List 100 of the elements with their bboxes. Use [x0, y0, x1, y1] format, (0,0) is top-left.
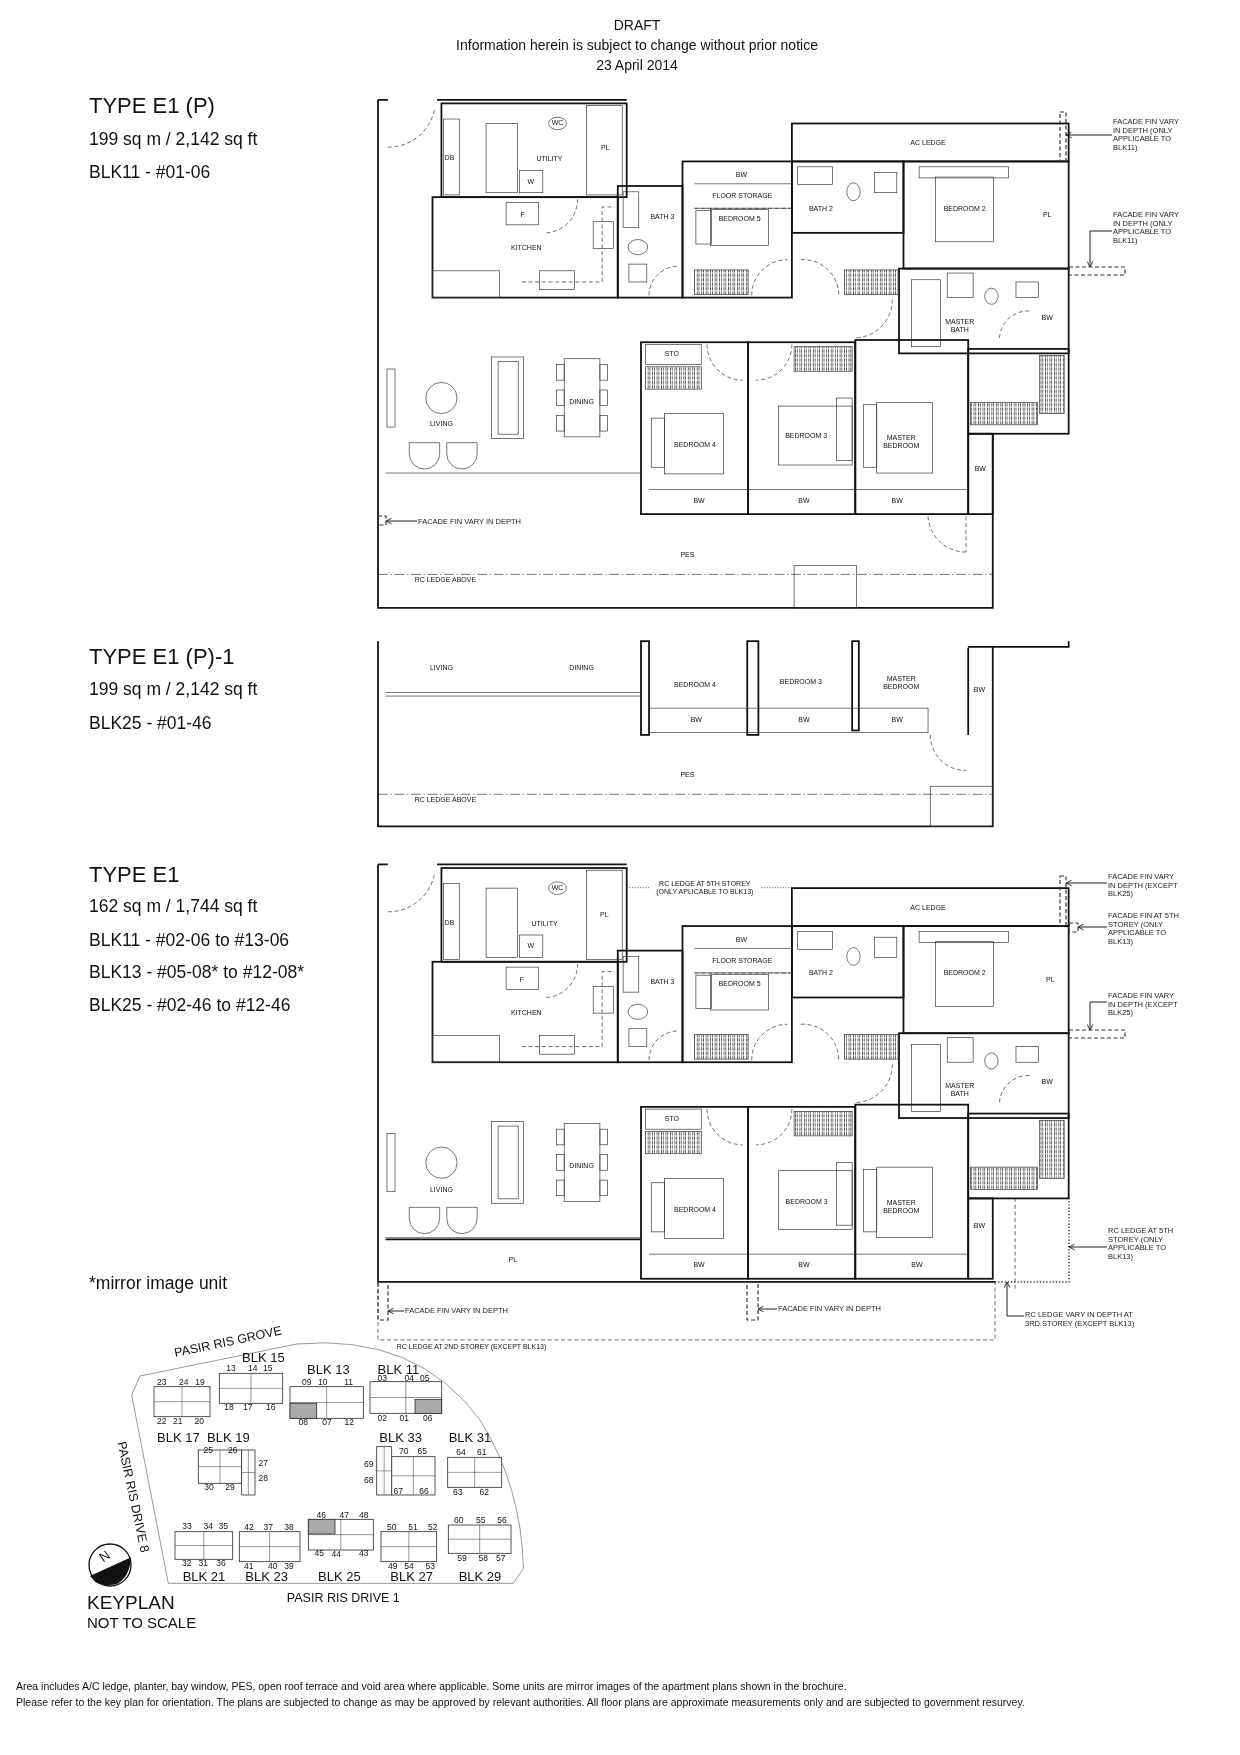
unit-number: 41 — [243, 1561, 254, 1572]
unit-detail-text: 199 sq m / 2,142 sq ft — [89, 678, 258, 700]
unit-number: 62 — [479, 1488, 490, 1499]
unit-type-heading: TYPE E1 (P)-1 — [89, 644, 235, 670]
facade-fin — [377, 515, 387, 526]
unit-number: 69 — [363, 1460, 374, 1471]
draft-title: DRAFT — [613, 16, 661, 34]
unit-number: 12 — [344, 1417, 355, 1428]
unit-number: 03 — [377, 1374, 388, 1385]
unit-detail-text: BLK25 - #02-46 to #12-46 — [89, 994, 291, 1016]
unit-number: 37 — [263, 1523, 274, 1534]
keyplan-heading: KEYPLAN — [87, 1592, 175, 1614]
block-label: BLK 15 — [242, 1350, 285, 1365]
unit-number: 44 — [331, 1550, 342, 1561]
unit-number: 46 — [316, 1510, 327, 1521]
unit-detail-text: 162 sq m / 1,744 sq ft — [89, 895, 258, 917]
unit-number: 70 — [398, 1447, 409, 1457]
unit-detail-text: BLK11 - #01-06 — [89, 161, 211, 183]
unit-number: 29 — [225, 1483, 235, 1493]
unit-number: 38 — [284, 1523, 294, 1534]
block-label: BLK 27 — [390, 1569, 433, 1585]
unit-number: 30 — [204, 1483, 214, 1493]
unit-number: 23 — [156, 1378, 167, 1389]
unit-number: 32 — [181, 1559, 192, 1570]
unit-number: 33 — [182, 1522, 192, 1533]
unit-number: 15 — [262, 1364, 273, 1375]
unit-number: 31 — [198, 1559, 209, 1570]
unit-number: 16 — [265, 1403, 276, 1414]
block-label: BLK 31 — [448, 1430, 492, 1446]
unit-number: 55 — [475, 1516, 486, 1527]
unit-number: 21 — [172, 1417, 183, 1428]
unit-number: 11 — [344, 1378, 354, 1389]
ledge-outline — [994, 1197, 1070, 1283]
unit-number: 24 — [178, 1378, 189, 1389]
unit-number: 17 — [242, 1403, 253, 1414]
unit-number: 09 — [301, 1378, 312, 1389]
unit-number: 08 — [298, 1417, 309, 1428]
unit-number: 34 — [203, 1522, 214, 1533]
unit-number: 07 — [322, 1417, 332, 1428]
unit-number: 49 — [387, 1561, 398, 1572]
unit-number: 39 — [284, 1561, 294, 1572]
block-label: BLK 13 — [307, 1362, 350, 1378]
unit-number: 43 — [358, 1549, 369, 1560]
unit-number: 42 — [244, 1523, 254, 1534]
block-label: BLK 17 — [157, 1430, 200, 1446]
unit-number: 66 — [419, 1487, 429, 1498]
unit-number: 27 — [258, 1459, 269, 1469]
unit-number: 67 — [393, 1487, 404, 1498]
unit-number: 51 — [408, 1523, 418, 1534]
unit-number: 20 — [194, 1417, 205, 1428]
unit-number: 10 — [317, 1378, 328, 1389]
unit-number: 36 — [216, 1559, 226, 1570]
unit-detail-text: 199 sq m / 2,142 sq ft — [89, 128, 258, 150]
unit-detail-text: BLK11 - #02-06 to #13-06 — [89, 929, 290, 951]
facade-fin — [746, 1281, 759, 1321]
unit-type-heading: TYPE E1 — [89, 862, 180, 888]
unit-number: 18 — [224, 1403, 234, 1414]
unit-number: 60 — [453, 1516, 464, 1527]
unit-number: 52 — [427, 1523, 438, 1534]
unit-number: 35 — [218, 1522, 229, 1533]
block-label: BLK 33 — [379, 1430, 422, 1446]
unit-number: 13 — [226, 1364, 236, 1375]
unit-number: 64 — [456, 1448, 466, 1459]
unit-number: 40 — [267, 1561, 278, 1572]
unit-number: 14 — [247, 1364, 258, 1375]
unit-type-heading: TYPE E1 (P) — [89, 93, 215, 119]
unit-number: 59 — [457, 1554, 467, 1565]
facade-fin — [1059, 111, 1067, 162]
unit-number: 61 — [476, 1448, 487, 1459]
unit-detail-text: BLK13 - #05-08* to #12-08* — [89, 961, 305, 983]
unit-number: 65 — [417, 1447, 428, 1457]
unit-number: 53 — [425, 1561, 436, 1572]
block-label: BLK 29 — [458, 1569, 502, 1585]
facade-fin — [377, 1281, 389, 1321]
facade-fin — [1068, 266, 1126, 276]
block-label: BLK 21 — [182, 1569, 226, 1585]
footnote: Area includes A/C ledge, planter, bay window, PES, open roof terrace and void area where applicable. Some units are mirror images of the apartment plans shown in the brochure. — [16, 1679, 847, 1693]
unit-number: 06 — [422, 1414, 433, 1424]
unit-number: 63 — [452, 1488, 463, 1499]
block-label: BLK 23 — [245, 1569, 288, 1585]
facade-fin — [1068, 1029, 1126, 1039]
unit-number: 47 — [339, 1510, 350, 1521]
unit-number: 28 — [258, 1474, 269, 1485]
unit-number: 58 — [478, 1554, 489, 1565]
road-name: PASIR RIS DRIVE 8 — [114, 1439, 153, 1554]
unit-number: 26 — [227, 1446, 238, 1456]
unit-detail-text: BLK25 - #01-46 — [89, 712, 212, 734]
unit-number: 48 — [358, 1510, 369, 1521]
unit-number: 45 — [314, 1549, 325, 1560]
road-name: PASIR RIS DRIVE 1 — [286, 1591, 400, 1606]
notice-text: 23 April 2014 — [596, 56, 678, 74]
facade-fin — [1059, 875, 1067, 927]
facade-fin — [1068, 922, 1079, 933]
unit-number: 57 — [495, 1554, 506, 1565]
unit-number: 01 — [399, 1414, 410, 1424]
scale-note: NOT TO SCALE — [87, 1614, 197, 1632]
footnote: *mirror image unit — [89, 1272, 228, 1294]
unit-number: 22 — [156, 1417, 167, 1428]
notice-text: Information herein is subject to change without prior notice — [456, 36, 818, 54]
compass-letter: N — [96, 1548, 114, 1567]
